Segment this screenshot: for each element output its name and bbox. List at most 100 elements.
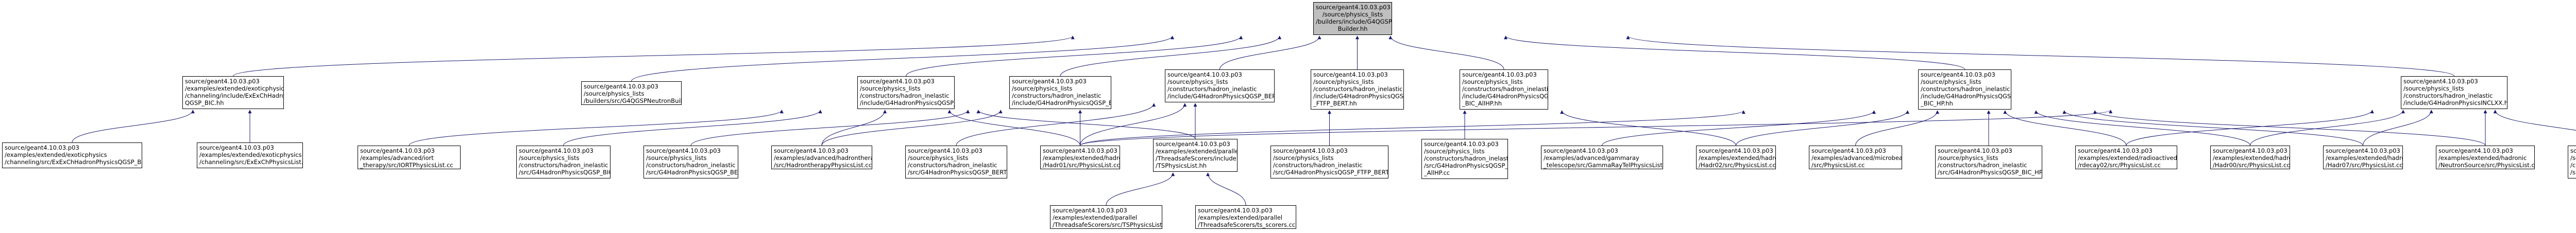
node-text-line: _therapy/src/IORTPhysicsList.cc: [360, 162, 453, 169]
node-rdecay02-PhysicsList-cc[interactable]: source/geant4.10.03.p03/examples/extende…: [2075, 146, 2177, 169]
node-HadrontherapyPhysicsList-cc[interactable]: source/geant4.10.03.p03/examples/advance…: [771, 146, 872, 169]
node-text-line: /examples/extended/exoticphysics: [185, 85, 284, 92]
node-text-line: /include/G4HadronPhysicsQGSP_BERT_HP.hh: [1167, 93, 1274, 100]
node-text-line: source/geant4.10.03.p03: [1811, 147, 1886, 154]
node-text-line: /src/G4HadronPhysicsQGSP_BERT.cc: [646, 169, 738, 176]
edge-hadr01_cc-to-qgsp_bert_hp_hh: [1080, 103, 1187, 146]
edge-hadr02_cc-to-qgsp_bic_allhp_hh: [1560, 110, 1736, 146]
node-Hadr07-PhysicsList-cc[interactable]: source/geant4.10.03.p03/examples/extende…: [2323, 146, 2403, 169]
edge-qgsp_bert_hp_hh-to-root: [1219, 35, 1321, 70]
node-ts_scorers-cc[interactable]: source/geant4.10.03.p03/examples/extende…: [1195, 205, 1296, 229]
edge-ex_channeling_h-to-root: [233, 35, 1075, 77]
node-text-line: source/geant4.10.03.p03: [584, 83, 658, 90]
node-Microbeam-PhysicsList-cc[interactable]: source/geant4.10.03.p03/examples/advance…: [1809, 146, 1902, 169]
node-text-line: /include/G4HadronPhysicsINCLXX.hh: [2403, 99, 2507, 106]
node-text-line: source/geant4.10.03.p03: [360, 147, 435, 154]
node-text-line: /source/physics_lists: [2403, 85, 2464, 92]
node-G4HadronPhysicsQGSP_BIC_AllHP-cc[interactable]: source/geant4.10.03.p03/source/physics_l…: [1421, 139, 1508, 179]
node-G4HadronPhysicsQGSP_FTFP_BERT-cc[interactable]: source/geant4.10.03.p03/source/physics_l…: [1270, 146, 1388, 178]
node-G4HadronPhysicsQGSP_BIC_AllHP-hh[interactable]: source/geant4.10.03.p03/source/physics_l…: [1460, 69, 1548, 110]
node-text-line: source/geant4.10.03.p03: [1544, 147, 1618, 154]
edge-qgsp_bic_hp_hh-to-root: [1504, 35, 1965, 70]
node-ExExChPhysicsList-cc[interactable]: source/geant4.10.03.p03/examples/extende…: [197, 142, 303, 168]
edge-qgsp_bert_cc-to-qgsp_bert_hh: [690, 110, 970, 146]
node-text-line: /source/physics_lists: [584, 90, 645, 97]
node-text-line: source/geant4.10.03.p03: [908, 147, 982, 154]
node-text-line: source/geant4.10.03.p03: [1012, 78, 1087, 85]
node-text-line: source/geant4.10.03.p03: [1424, 140, 1499, 148]
node-text-line: /include/G4HadronPhysicsQGSP_BERT.hh: [1012, 99, 1111, 106]
node-text-line: /rdecay02/src/PhysicsList.cc: [2078, 162, 2161, 169]
node-text-line: /examples/advanced/hadrontherapy: [774, 154, 872, 162]
node-text-line: source/geant4.10.03.p03: [774, 147, 849, 154]
node-text-line: source/geant4.10.03.p03: [860, 78, 935, 85]
node-NeutronSource-PhysicsList-cc[interactable]: source/geant4.10.03.p03/examples/extende…: [2436, 146, 2535, 169]
node-G4HadronPhysicsQGSP_BERT_HP-cc[interactable]: source/geant4.10.03.p03/source/physics_l…: [905, 146, 1007, 178]
node-text-line: Builder.hh: [1337, 25, 1368, 32]
node-text-line: /include/G4HadronPhysicsQGSP: [1313, 93, 1404, 100]
node-ExExChHadronPhysicsQGSP_BIC-hh[interactable]: source/geant4.10.03.p03/examples/extende…: [182, 76, 284, 109]
node-text-line: _BIC_AllHP.hh: [1462, 100, 1502, 107]
root-node-G4QGSPNeutronBuilder-hh: source/geant4.10.03.p03/source/physics_l…: [1313, 2, 1392, 35]
node-text-line: /channeling/src/ExExChPhysicsList.cc: [199, 158, 303, 166]
node-text-line: /source/physics_lists: [2570, 154, 2576, 162]
node-text-line: source/geant4.10.03.p03: [2570, 147, 2576, 154]
node-IORTPhysicsList-cc[interactable]: source/geant4.10.03.p03/examples/advance…: [358, 146, 461, 169]
node-text-line: source/geant4.10.03.p03: [1198, 207, 1273, 214]
node-text-line: source/geant4.10.03.p03: [1156, 140, 1230, 148]
node-G4HadronPhysicsQGSP_BIC_HP-hh[interactable]: source/geant4.10.03.p03/source/physics_l…: [1918, 69, 2011, 110]
node-text-line: source/geant4.10.03.p03: [2403, 78, 2478, 85]
node-text-line: /source/physics_lists: [908, 154, 969, 162]
node-Hadr01-PhysicsList-cc[interactable]: source/geant4.10.03.p03/examples/extende…: [1040, 146, 1120, 169]
node-text-line: /examples/advanced/iort: [360, 154, 434, 162]
node-text-line: /examples/advanced/microbeam: [1811, 154, 1902, 162]
node-G4HadronPhysicsQGSP_BIC-hh[interactable]: source/geant4.10.03.p03/source/physics_l…: [857, 76, 955, 109]
node-text-line: source/geant4.10.03.p03: [1273, 147, 1348, 154]
node-text-line: /source/physics_lists: [1938, 154, 1998, 162]
node-text-line: source/geant4.10.03.p03: [1462, 71, 1537, 78]
edge-ex_channeling_cc-to-ex_channeling_h: [72, 110, 195, 143]
node-text-line: /builders/include/G4QGSPNeutron: [1316, 18, 1392, 25]
node-Hadr00-PhysicsList-cc[interactable]: source/geant4.10.03.p03/examples/extende…: [2210, 146, 2290, 169]
node-TSPhysicsList-hh[interactable]: source/geant4.10.03.p03/examples/extende…: [1153, 139, 1238, 172]
node-text-line: /source/physics_lists: [1462, 78, 1523, 85]
node-GammaRayTelPhysicsList-cc[interactable]: source/geant4.10.03.p03/examples/advance…: [1541, 146, 1663, 169]
edge-ts_scorers_cc-to-ts_physlist_hh: [1206, 172, 1246, 206]
node-text-line: /examples/extended/exoticphysics: [199, 151, 302, 158]
node-Hadr02-PhysicsList-cc[interactable]: source/geant4.10.03.p03/examples/extende…: [1696, 146, 1776, 169]
edge-hadr07_cc-to-inclxx_hh: [2363, 110, 2433, 146]
node-text-line: /channeling/src/ExExChHadronPhysicsQGSP_…: [5, 158, 142, 166]
node-text-line: source/geant4.10.03.p03: [185, 78, 260, 85]
node-G4HadronPhysicsQGSP_FTFP_BERT-hh[interactable]: source/geant4.10.03.p03/source/physics_l…: [1311, 69, 1404, 110]
node-text-line: /src/HadrontherapyPhysicsList.cc: [774, 162, 872, 169]
edge-inclxx_hh-to-root: [1626, 35, 2454, 77]
node-TSPhysicsList-cc[interactable]: source/geant4.10.03.p03/examples/extende…: [1050, 205, 1162, 229]
node-G4HadronPhysicsINCLXX-cc[interactable]: source/geant4.10.03.p03/source/physics_l…: [2568, 146, 2576, 178]
node-text-line: /constructors/hadron_inelastic: [2570, 162, 2576, 169]
node-G4HadronPhysicsQGSP_BIC_HP-cc[interactable]: source/geant4.10.03.p03/source/physics_l…: [1935, 146, 2042, 178]
node-text-line: /Hadr02/src/PhysicsList.cc: [1699, 162, 1776, 169]
node-text-line: source/geant4.10.03.p03: [646, 147, 721, 154]
node-G4QGSPNeutronBuilder-cc[interactable]: source/geant4.10.03.p03/source/physics_l…: [581, 81, 682, 105]
node-text-line: /constructors/hadron_inelastic: [2403, 92, 2493, 99]
node-G4HadronPhysicsQGSP_BERT-cc[interactable]: source/geant4.10.03.p03/source/physics_l…: [643, 146, 738, 178]
edge-gammaray_cc-to-qgsp_bic_hp_hh: [1602, 110, 1876, 146]
edge-hadrontherapy_cc-to-qgsp_bic_hh: [821, 110, 887, 146]
edge-ts_physlist_hh-to-qgsp_bic_hh: [976, 110, 1196, 139]
node-text-line: /constructors/hadron_inelastic: [908, 162, 997, 169]
node-G4HadronPhysicsQGSP_BIC-cc[interactable]: source/geant4.10.03.p03/source/physics_l…: [516, 146, 611, 178]
node-text-line: source/geant4.10.03.p03: [2213, 147, 2287, 154]
node-ExExChHadronPhysicsQGSP_BIC-cc[interactable]: source/geant4.10.03.p03/examples/extende…: [2, 142, 142, 168]
node-text-line: /src/G4HadronPhysicsQGSP_BIC_HP.cc: [1938, 169, 2042, 176]
node-text-line: /source/physics_lists: [1424, 148, 1485, 155]
node-G4HadronPhysicsQGSP_BERT_HP-hh[interactable]: source/geant4.10.03.p03/source/physics_l…: [1165, 69, 1275, 102]
node-text-line: source/geant4.10.03.p03: [1938, 147, 2012, 154]
node-G4HadronPhysicsINCLXX-hh[interactable]: source/geant4.10.03.p03/source/physics_l…: [2401, 76, 2507, 109]
node-text-line: source/geant4.10.03.p03: [1921, 71, 1995, 78]
edge-neutronsource_cc-to-qgsp_bic_hp_hh: [2093, 110, 2486, 146]
edge-microbeam_cc-to-qgsp_bic_hp_hh: [1855, 110, 1939, 146]
node-text-line: /src/G4HadronPhysicsQGSP_BERT_HP.cc: [908, 169, 1007, 176]
node-text-line: /constructors/hadron_inelastic: [1938, 162, 2027, 169]
node-text-line: _telescope/src/GammaRayTelPhysicsList.cc: [1544, 162, 1663, 169]
node-G4HadronPhysicsQGSP_BERT-hh[interactable]: source/geant4.10.03.p03/source/physics_l…: [1009, 76, 1111, 109]
